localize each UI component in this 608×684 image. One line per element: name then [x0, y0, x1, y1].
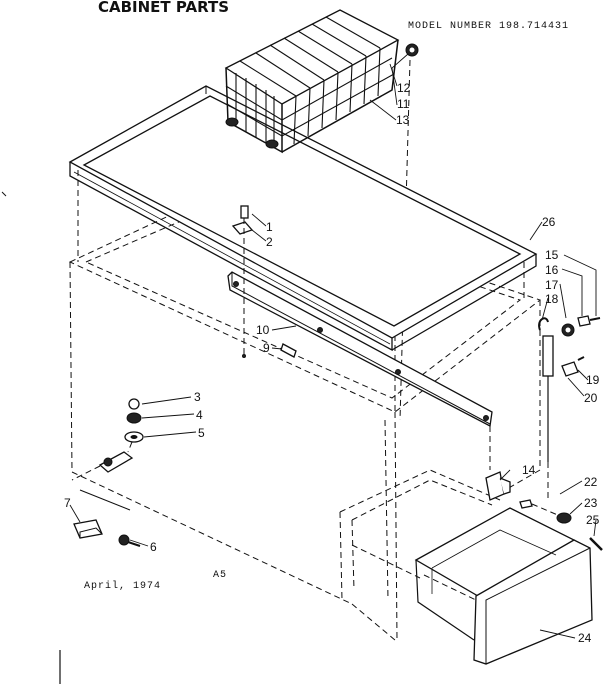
callout-10: 10	[256, 323, 270, 337]
callout-23: 23	[584, 496, 598, 510]
callout-1: 1	[266, 220, 273, 234]
hinge-rail	[227, 271, 493, 470]
callout-5: 5	[198, 426, 205, 440]
callout-13: 13	[396, 113, 410, 127]
callout-18: 18	[545, 292, 559, 306]
callout-15: 15	[545, 248, 559, 262]
page-code: A5	[213, 570, 227, 581]
wire-basket	[224, 9, 419, 154]
part-6-screw	[118, 534, 141, 547]
part-1-2-bracket	[231, 205, 254, 358]
callout-24: 24	[578, 631, 592, 645]
callout-6: 6	[150, 540, 157, 554]
callout-3: 3	[194, 390, 201, 404]
callout-17: 17	[545, 278, 559, 292]
callout-26: 26	[542, 215, 556, 229]
callout-4: 4	[196, 408, 203, 422]
model-number: MODEL NUMBER 198.714431	[408, 21, 569, 32]
leader-lines	[69, 53, 597, 639]
callout-14: 14	[522, 463, 536, 477]
compressor-cover	[414, 507, 593, 665]
callout-11: 11	[397, 97, 410, 111]
lid-hinge-parts	[538, 315, 601, 462]
callout-16: 16	[545, 263, 559, 277]
callout-7: 7	[64, 496, 71, 510]
drain-assembly	[71, 398, 144, 481]
callout-25: 25	[586, 513, 600, 527]
latch-parts	[485, 462, 603, 551]
callout-20: 20	[584, 391, 598, 405]
diagram-title: CABINET PARTS	[98, 0, 229, 16]
part-7-plug	[73, 519, 103, 539]
callout-labels: 1 2 3 4 5 6 7 9 10 11 12 13 14 15 16 17 …	[64, 81, 600, 645]
lid-frame	[68, 85, 538, 352]
part-9-screw	[280, 343, 297, 358]
callout-12: 12	[397, 81, 411, 95]
callout-2: 2	[266, 235, 273, 249]
callout-22: 22	[584, 475, 598, 489]
print-date: April, 1974	[84, 580, 161, 592]
callout-9: 9	[263, 341, 270, 355]
callout-19: 19	[586, 373, 600, 387]
